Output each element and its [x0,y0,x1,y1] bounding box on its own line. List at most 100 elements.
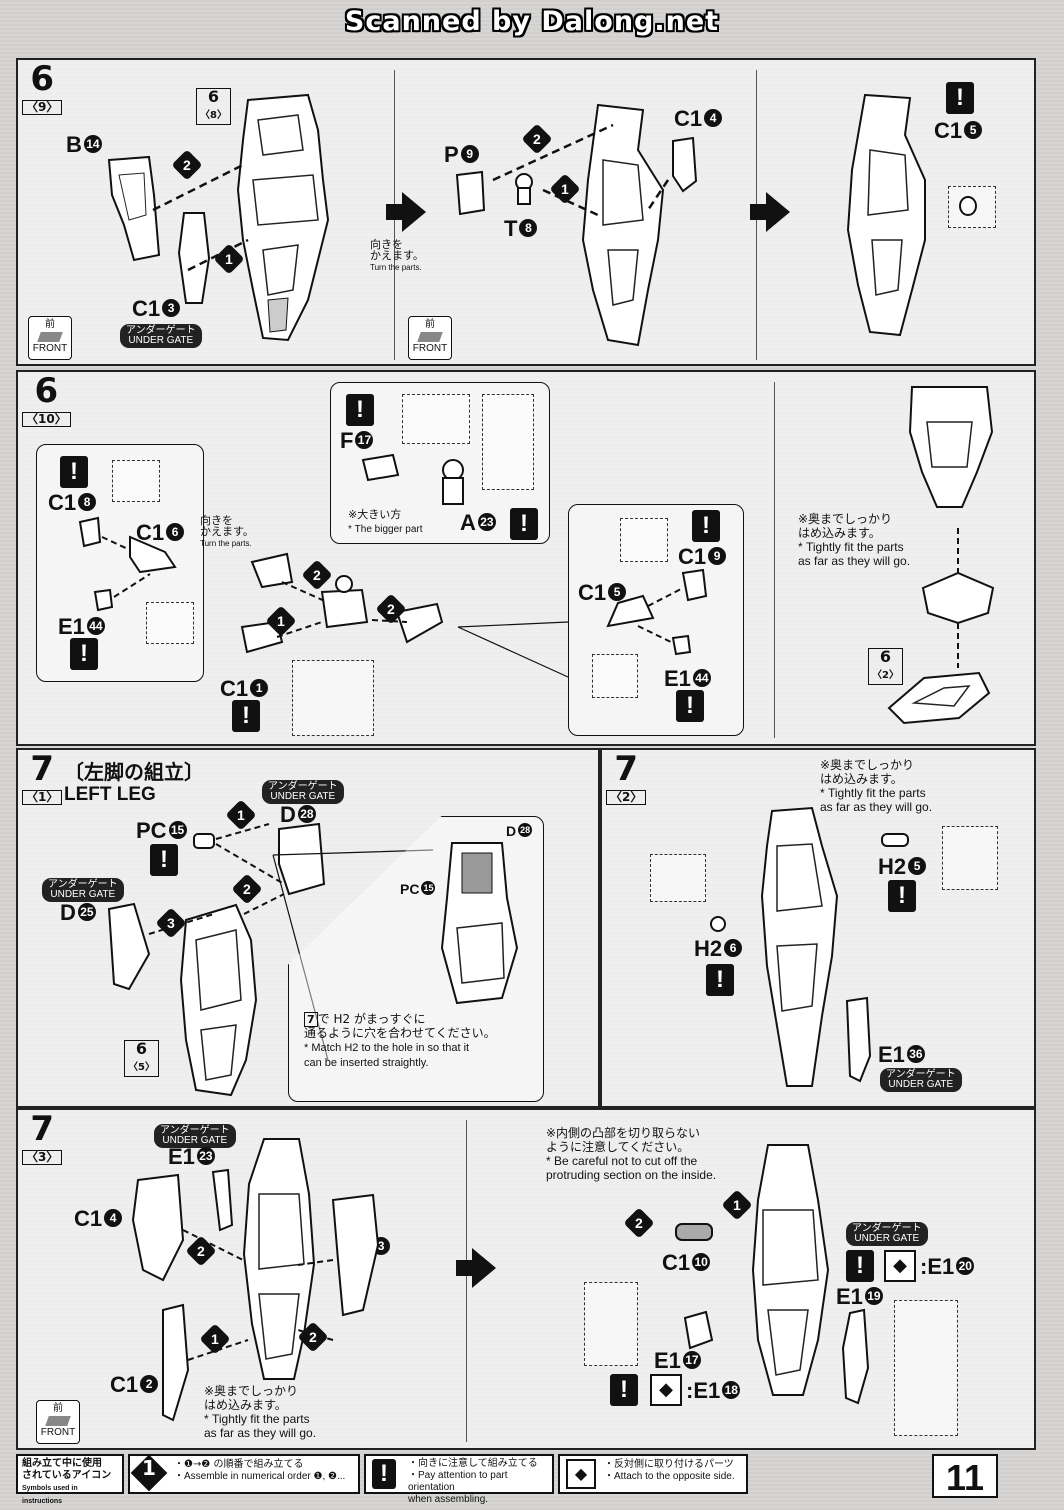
fit-note: ※奥までしっかり はめ込みます。 * Tightly fit the parts… [820,758,933,814]
under-gate-badge: アンダーゲート UNDER GATE [42,878,124,902]
part-p9 [455,170,486,216]
part-c110 [675,1223,713,1241]
step-number: 6 〈9〉 [22,62,63,115]
orientation-warning-icon: ! [888,880,916,912]
waist-base-illustration [887,671,991,725]
part-c14 [672,136,698,193]
part-e136 [845,996,872,1083]
page-number: 11 [932,1454,998,1498]
step-number: 7 〈2〉 [606,752,647,805]
legend-order: 1 ・❶→❷ の順番で組み立てる・Assemble in numerical o… [128,1454,360,1494]
section-title-en: LEFT LEG [64,784,156,805]
parts-c19-c15-e144 [606,568,708,656]
detail-box [146,602,194,644]
legend-opposite-side: ◆ ・反対側に取り付けるパーツ・Attach to the opposite s… [558,1454,748,1494]
lower-leg-illustration [242,1138,316,1380]
ref-step-6-2: 6〈2〉 [868,648,903,685]
ref-step-6-8: 6〈8〉 [196,88,231,125]
orientation-warning-icon: ! [232,700,260,732]
under-gate-badge: アンダーゲート UNDER GATE [154,1124,236,1148]
leg-assembly-illustration [760,806,839,1087]
detail-box [292,660,374,736]
orientation-warning-icon: ! [706,964,734,996]
detail-box [592,654,638,698]
turn-parts-note: 向きを かえます。Turn the parts. [370,239,424,273]
orientation-warning-icon: ! [946,82,974,114]
turn-parts-note: 向きを かえます。Turn the parts. [200,515,254,549]
leg-thigh-illustration [179,903,258,1097]
part-t8 [515,173,533,205]
scan-credit: Scanned by Dalong.net [344,6,720,37]
detail-box [112,460,160,502]
armor-part-b14 [107,155,161,262]
step-number: 6 〈10〉 [22,374,71,427]
orientation-warning-icon: ! [60,456,88,488]
step-7-1-panel: 7 〈1〉 〔左脚の組立〕 LEFT LEG アンダーゲート UNDER GAT… [16,748,600,1108]
step-number: 7 〈3〉 [22,1112,63,1165]
detail-box [482,394,534,490]
orientation-warning-icon: ! [150,844,178,876]
next-arrow [456,1248,496,1288]
order-2-badge: 2 [623,1207,655,1239]
parts-c18-c16-e144 [78,516,177,612]
fit-note: ※奥までしっかり はめ込みます。 * Tightly fit the parts… [798,512,911,568]
under-gate-badge: アンダーゲート UNDER GATE [846,1222,928,1246]
orientation-warning-icon: ! [346,394,374,426]
hip-unit-illustration [921,528,995,668]
ref-step-6-5: 6〈5〉 [124,1040,159,1077]
orientation-warning-icon: ! [692,510,720,542]
torso-illustration [236,93,330,342]
under-gate-badge: アンダーゲート UNDER GATE [120,324,202,348]
parts-f17-a23 [361,453,464,505]
part-c15-detail [959,196,977,216]
detail-box [620,518,668,562]
detail-box [584,1282,638,1366]
callout-pointer [272,849,434,1061]
part-h25 [881,833,909,847]
detail-box [402,394,470,444]
armor-part-c13 [177,212,211,304]
orientation-warning-icon: ! [846,1250,874,1282]
under-gate-badge: アンダーゲート UNDER GATE [262,780,344,804]
dashed-arrows-mid [492,123,670,217]
step-number: 7 〈1〉 [22,752,63,805]
parts-pc15-d28-d25 [107,822,326,991]
callout-lines [457,621,569,678]
leg-final-illustration [751,1144,830,1396]
part-e117 [683,1310,714,1350]
part-h26 [710,916,726,932]
under-gate-badge: アンダーゲート UNDER GATE [880,1068,962,1092]
orientation-warning-icon: ! [676,690,704,722]
legend-title: 組み立て中に使用 されているアイコン Symbols used in instr… [16,1454,124,1505]
orientation-warning-icon: ! [70,638,98,670]
step-7-2-panel: 7 〈2〉 ※奥までしっかり はめ込みます。 * Tightly fit the… [600,748,1036,1108]
legend-orientation: ! ・向きに注意して組み立てる・Pay attention to part or… [364,1454,554,1505]
detail-box [650,854,706,902]
